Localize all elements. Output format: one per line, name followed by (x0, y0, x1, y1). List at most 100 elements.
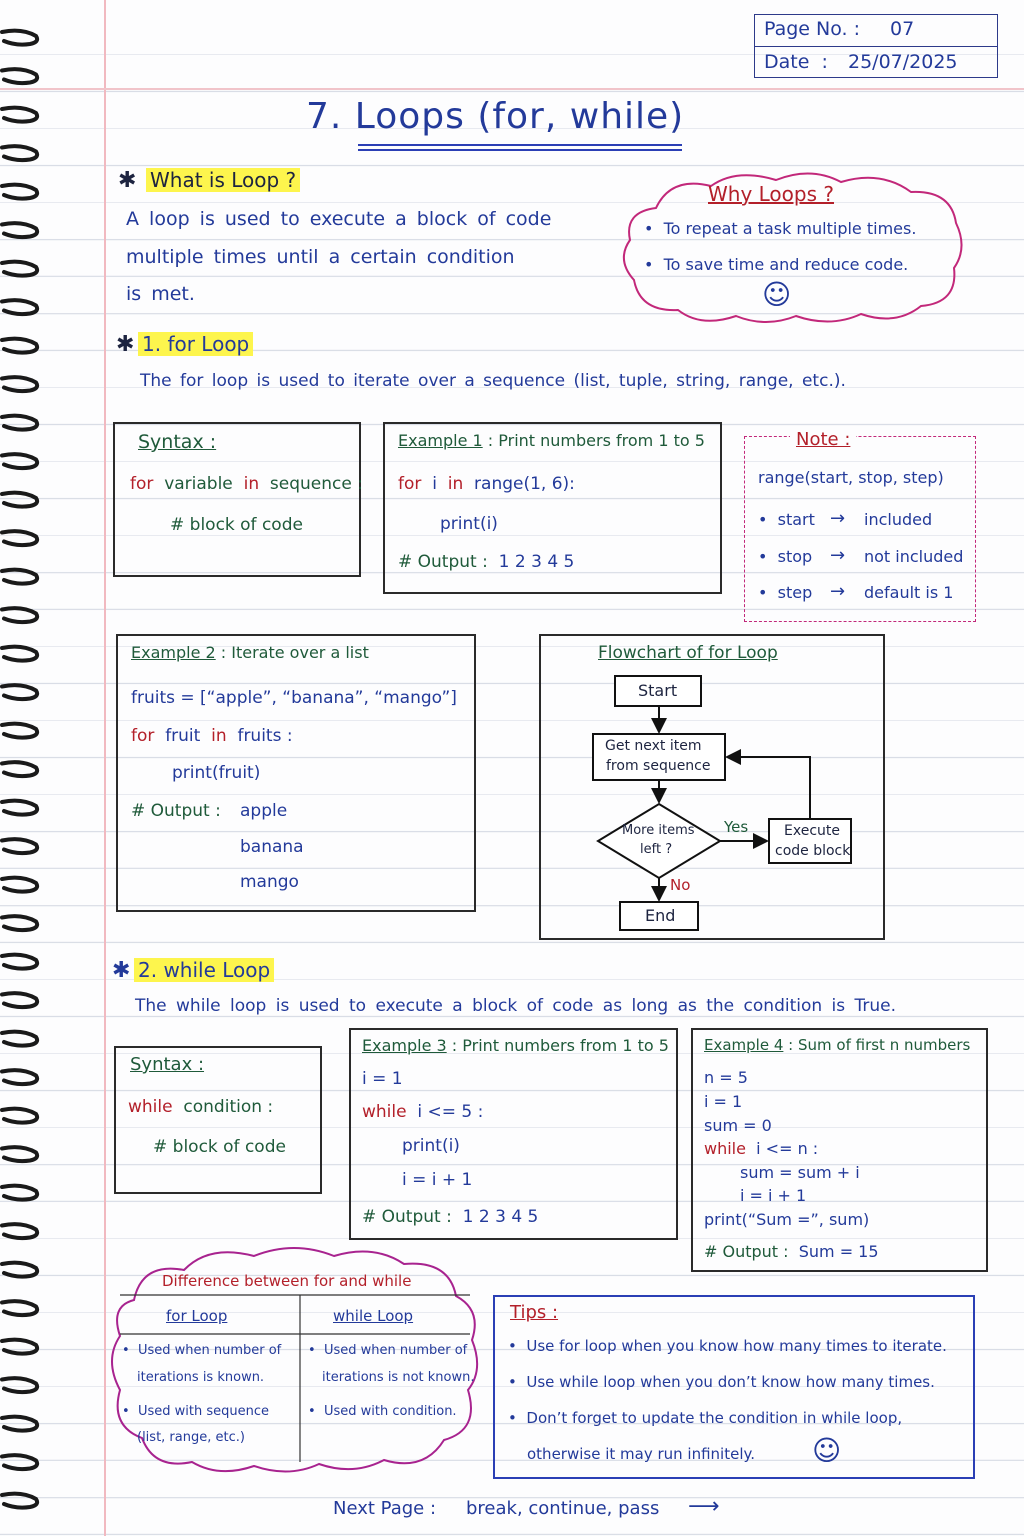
header-line (0, 88, 1024, 90)
title-underline (358, 144, 682, 146)
note-value-start: included (864, 510, 933, 529)
flow-get-item-line-1: Get next item (605, 738, 702, 754)
example-2-output-label: # Output : (131, 801, 221, 821)
example-4-increment: i = i + 1 (740, 1186, 807, 1205)
arrow-right-icon: → (830, 581, 846, 602)
flow-decision-line-2: left ? (640, 842, 673, 857)
spiral-ring (0, 490, 40, 509)
note-item-start: • start (758, 510, 815, 529)
flowchart-diagram (592, 675, 852, 931)
syntax-comment: # block of code (170, 515, 303, 535)
spiral-ring (0, 28, 40, 47)
spiral-ring (0, 1029, 40, 1048)
while-heading: 2. while Loop (134, 958, 275, 982)
spiral-ring (0, 182, 40, 201)
example-4-output: # Output : Sum = 15 (704, 1242, 879, 1261)
margin-line (104, 0, 106, 1536)
example-4-title: Example 4 : Sum of first n numbers (704, 1036, 971, 1054)
asterisk-icon: ✱ (112, 958, 131, 983)
flow-start-node: Start (638, 681, 678, 700)
difference-col-for: for Loop (166, 1307, 228, 1325)
spiral-ring (0, 298, 40, 317)
spiral-ring (0, 798, 40, 817)
spiral-ring (0, 375, 40, 394)
example-3-print: print(i) (402, 1136, 460, 1156)
example-1-print: print(i) (440, 514, 498, 534)
spiral-ring (0, 952, 40, 971)
next-page-topics: break, continue, pass (466, 1498, 660, 1519)
why-heading: Why Loops ? (708, 182, 834, 206)
for-syntax-box (113, 422, 361, 577)
note-title: Note : (790, 429, 857, 450)
example-3-title: Example 3 : Print numbers from 1 to 5 (362, 1036, 669, 1055)
flowchart-box (539, 634, 885, 940)
page-info-box (754, 14, 998, 78)
example-2-assign: fruits = [“apple”, “banana”, “mango”] (131, 688, 457, 708)
spiral-ring (0, 1491, 40, 1510)
spiral-ring (0, 1068, 40, 1087)
spiral-ring (0, 1106, 40, 1125)
difference-cloud-shape (111, 1247, 479, 1473)
why-item-1: • To repeat a task multiple times. (644, 219, 917, 238)
date-value: 25/07/2025 (848, 51, 958, 73)
what-line-2: multiple times until a certain condition (126, 246, 515, 268)
flow-yes-label: Yes (724, 818, 749, 836)
example-4-accumulate: sum = sum + i (740, 1163, 860, 1182)
for-syntax-line: for variable in sequence : (130, 474, 363, 494)
example-1-output: # Output : 1 2 3 4 5 (398, 552, 575, 572)
spiral-ring (0, 837, 40, 856)
example-4-line-n: n = 5 (704, 1068, 748, 1087)
spiral-ring (0, 991, 40, 1010)
difference-for-item-2: • Used with sequence (122, 1404, 269, 1419)
spiral-ring (0, 567, 40, 586)
difference-while-item-2: • Used with condition. (308, 1404, 457, 1419)
example-4-box (691, 1028, 988, 1272)
smiley-icon: ☺ (762, 278, 792, 311)
smiley-icon: ☺ (812, 1434, 842, 1467)
syntax-title: Syntax : (138, 431, 217, 453)
spiral-ring (0, 914, 40, 933)
arrow-right-icon: → (830, 508, 846, 529)
example-2-title: Example 2 : Iterate over a list (131, 643, 369, 662)
for-heading: 1. for Loop (138, 332, 254, 356)
what-heading: What is Loop ? (146, 168, 301, 192)
spiral-ring (0, 144, 40, 163)
note-value-step: default is 1 (864, 583, 954, 602)
spiral-ring (0, 1337, 40, 1356)
example-3-while-line: while i <= 5 : (362, 1102, 484, 1122)
spiral-ring (0, 259, 40, 278)
note-item-stop: • stop (758, 547, 813, 566)
example-1-title: Example 1 : Print numbers from 1 to 5 (398, 431, 705, 450)
arrow-right-icon: ⟶ (688, 1494, 720, 1519)
spiral-ring (0, 1414, 40, 1433)
example-2-box (116, 634, 476, 912)
example-3-init: i = 1 (362, 1069, 403, 1089)
difference-for-item-2b: (list, range, etc.) (137, 1430, 245, 1445)
note-item-step: • step (758, 583, 813, 602)
while-syntax-line: while condition : (128, 1097, 274, 1117)
tips-box (493, 1295, 975, 1479)
spiral-ring (0, 105, 40, 124)
spiral-ring (0, 1453, 40, 1472)
example-3-box (349, 1028, 678, 1240)
asterisk-icon: ✱ (118, 168, 137, 193)
next-page-label: Next Page : (333, 1498, 437, 1519)
syntax-comment: # block of code (153, 1137, 286, 1157)
note-box (744, 436, 976, 622)
what-line-3: is met. (126, 283, 195, 305)
example-1-box (383, 422, 722, 594)
spiral-ring (0, 606, 40, 625)
example-4-line-i: i = 1 (704, 1092, 743, 1111)
difference-title: Difference between for and while (162, 1272, 412, 1290)
example-2-output-3: mango (240, 872, 299, 892)
example-4-while-line: while i <= n : (704, 1139, 819, 1158)
difference-col-while: while Loop (333, 1307, 414, 1325)
spiral-ring (0, 760, 40, 779)
difference-for-item-1: • Used when number of (122, 1343, 282, 1358)
flow-get-item-line-2: from sequence (606, 758, 711, 774)
example-3-output: # Output : 1 2 3 4 5 (362, 1207, 539, 1227)
spiral-ring (0, 1222, 40, 1241)
why-item-2: • To save time and reduce code. (644, 255, 909, 274)
example-4-line-sum: sum = 0 (704, 1116, 772, 1135)
spiral-ring (0, 413, 40, 432)
